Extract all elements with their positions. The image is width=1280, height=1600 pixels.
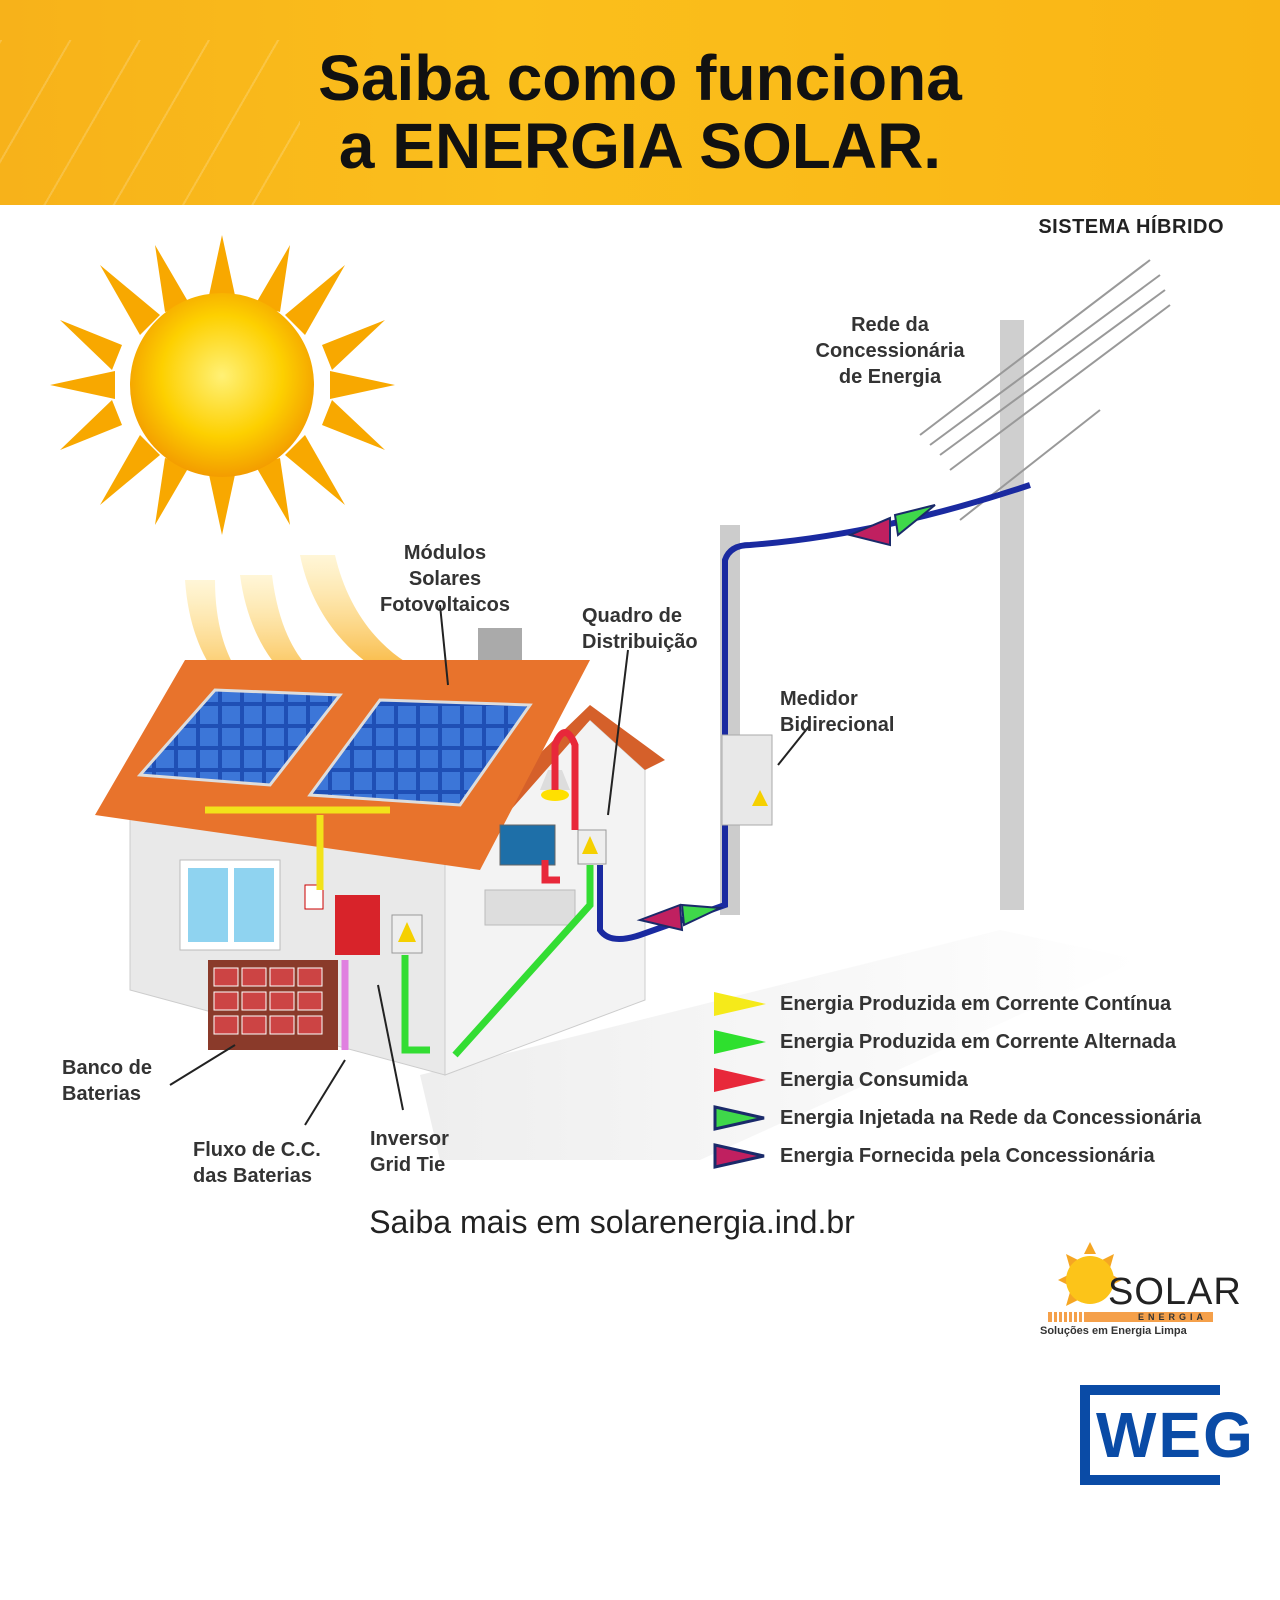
red-arrow-icon bbox=[714, 1068, 766, 1092]
system-type-label: SISTEMA HÍBRIDO bbox=[1038, 216, 1224, 238]
weg-logo: WEG bbox=[1080, 1385, 1253, 1485]
grid-connection-wire bbox=[597, 482, 1031, 942]
green-arrow-icon bbox=[714, 1030, 766, 1054]
sun-logo-icon bbox=[1048, 1242, 1213, 1322]
legend-item: Energia Produzida em Corrente Alternada bbox=[712, 1023, 1201, 1061]
logo-tagline: Soluções em Energia Limpa bbox=[1040, 1325, 1187, 1337]
logo-sub-text: ENERGIA bbox=[1138, 1312, 1208, 1322]
legend: Energia Produzida em Corrente Contínua E… bbox=[712, 985, 1201, 1175]
logo-solar-text: SOLAR bbox=[1108, 1271, 1242, 1313]
yellow-arrow-icon bbox=[714, 992, 766, 1016]
solar-energia-logo: SOLAR ENERGIA Soluções em Energia Limpa bbox=[1040, 1242, 1241, 1352]
outlined-green-arrow-icon bbox=[713, 1105, 765, 1131]
inverter bbox=[335, 895, 380, 955]
outlined-purple-arrow-icon bbox=[713, 1143, 765, 1169]
chimney bbox=[478, 628, 522, 660]
legend-item: Energia Consumida bbox=[712, 1061, 1201, 1099]
footer-link-text: Saiba mais em solarenergia.ind.br bbox=[369, 1204, 855, 1240]
weg-text: WEG bbox=[1096, 1399, 1255, 1471]
legend-item: Energia Injetada na Rede da Concessionár… bbox=[712, 1099, 1201, 1137]
bidirectional-meter bbox=[721, 734, 773, 826]
flow-arrows bbox=[636, 504, 936, 932]
solar-panel-backdrop bbox=[0, 40, 300, 205]
legend-item: Energia Produzida em Corrente Contínua bbox=[712, 985, 1201, 1023]
solar-panel bbox=[307, 698, 533, 807]
sun-icon bbox=[50, 235, 395, 535]
label-dc-flow: Fluxo de C.C.das Baterias bbox=[193, 1139, 321, 1187]
house bbox=[95, 628, 665, 1076]
title-line-1: Saiba como funciona bbox=[318, 42, 962, 114]
title-line-2: a ENERGIA SOLAR. bbox=[338, 110, 942, 182]
header-banner: Saiba como funciona a ENERGIA SOLAR. bbox=[0, 0, 1280, 205]
legend-item: Energia Fornecida pela Concessionária bbox=[712, 1137, 1201, 1175]
tv bbox=[499, 824, 556, 866]
ground-shadow bbox=[420, 930, 1140, 1160]
hybrid-system-illustration bbox=[50, 235, 1171, 1160]
solar-panel bbox=[136, 688, 343, 787]
